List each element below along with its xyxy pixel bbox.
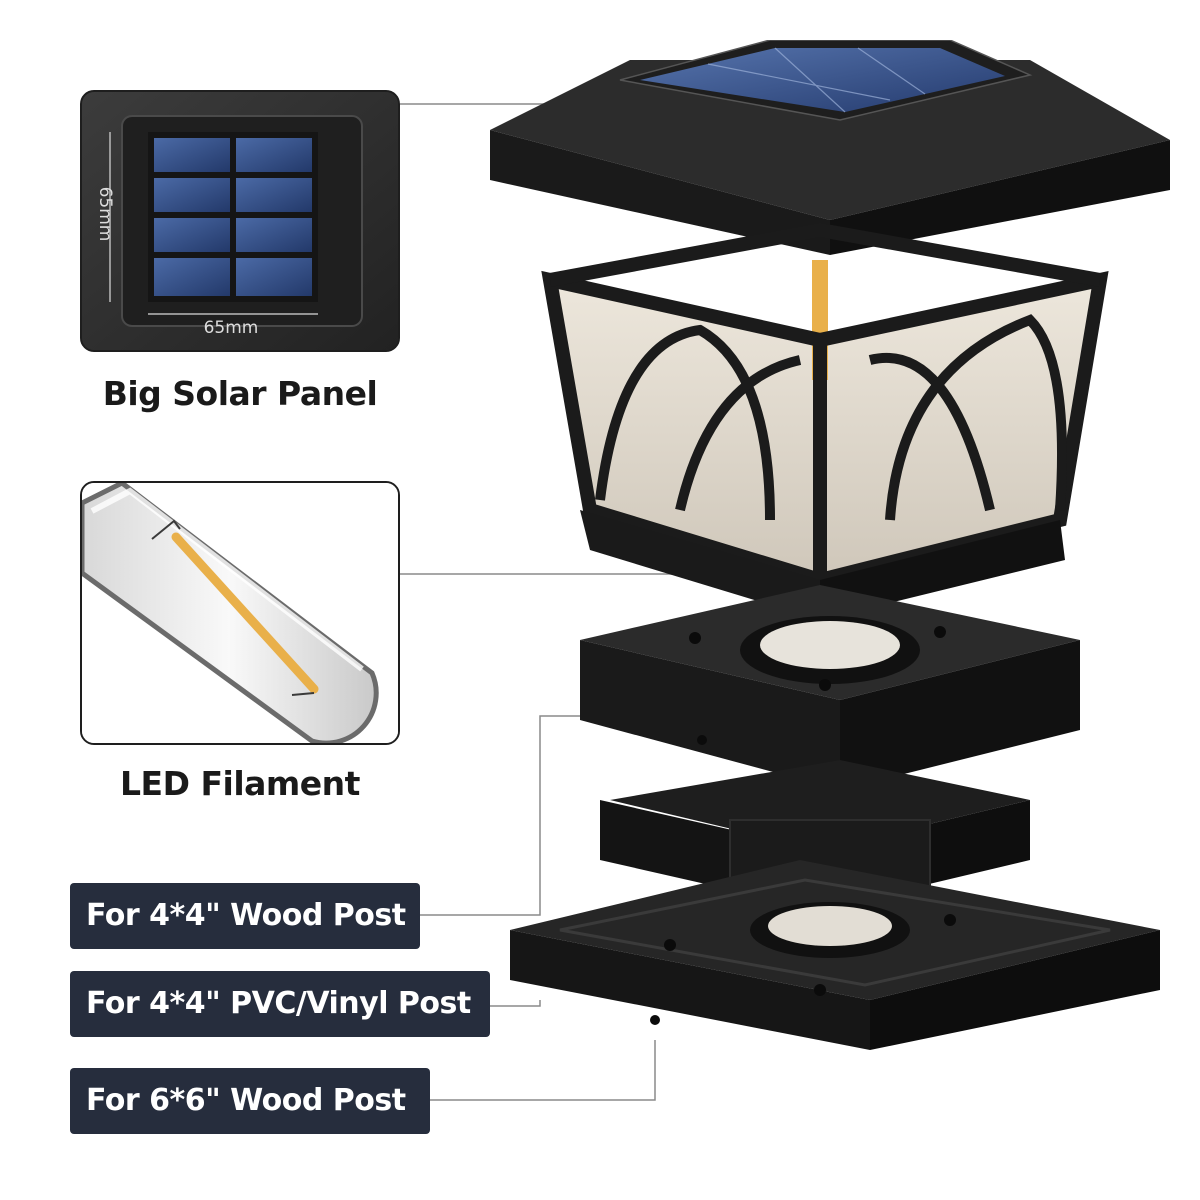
solar-panel-inset: 65mm 65mm [80,90,400,352]
panel-height-label: 65mm [95,186,115,242]
filament-bulb-icon [82,483,398,743]
lamp-top-plate [580,585,1080,790]
lamp-base-plate [510,860,1160,1050]
lamp-lantern-cage [541,222,1109,620]
label-6x6-wood-post: For 6*6" Wood Post [70,1068,430,1134]
solar-panel-icon [82,92,398,350]
led-filament-inset [80,481,400,745]
exploded-lamp-illustration [490,40,1170,1050]
label-4x4-pvc-vinyl-post: For 4*4" PVC/Vinyl Post [70,971,490,1037]
led-filament-caption: LED Filament [120,764,360,803]
lamp-roof [490,40,1170,255]
solar-panel-caption: Big Solar Panel [102,374,378,413]
panel-width-label: 65mm [203,318,259,338]
label-4x4-wood-post: For 4*4" Wood Post [70,883,420,949]
